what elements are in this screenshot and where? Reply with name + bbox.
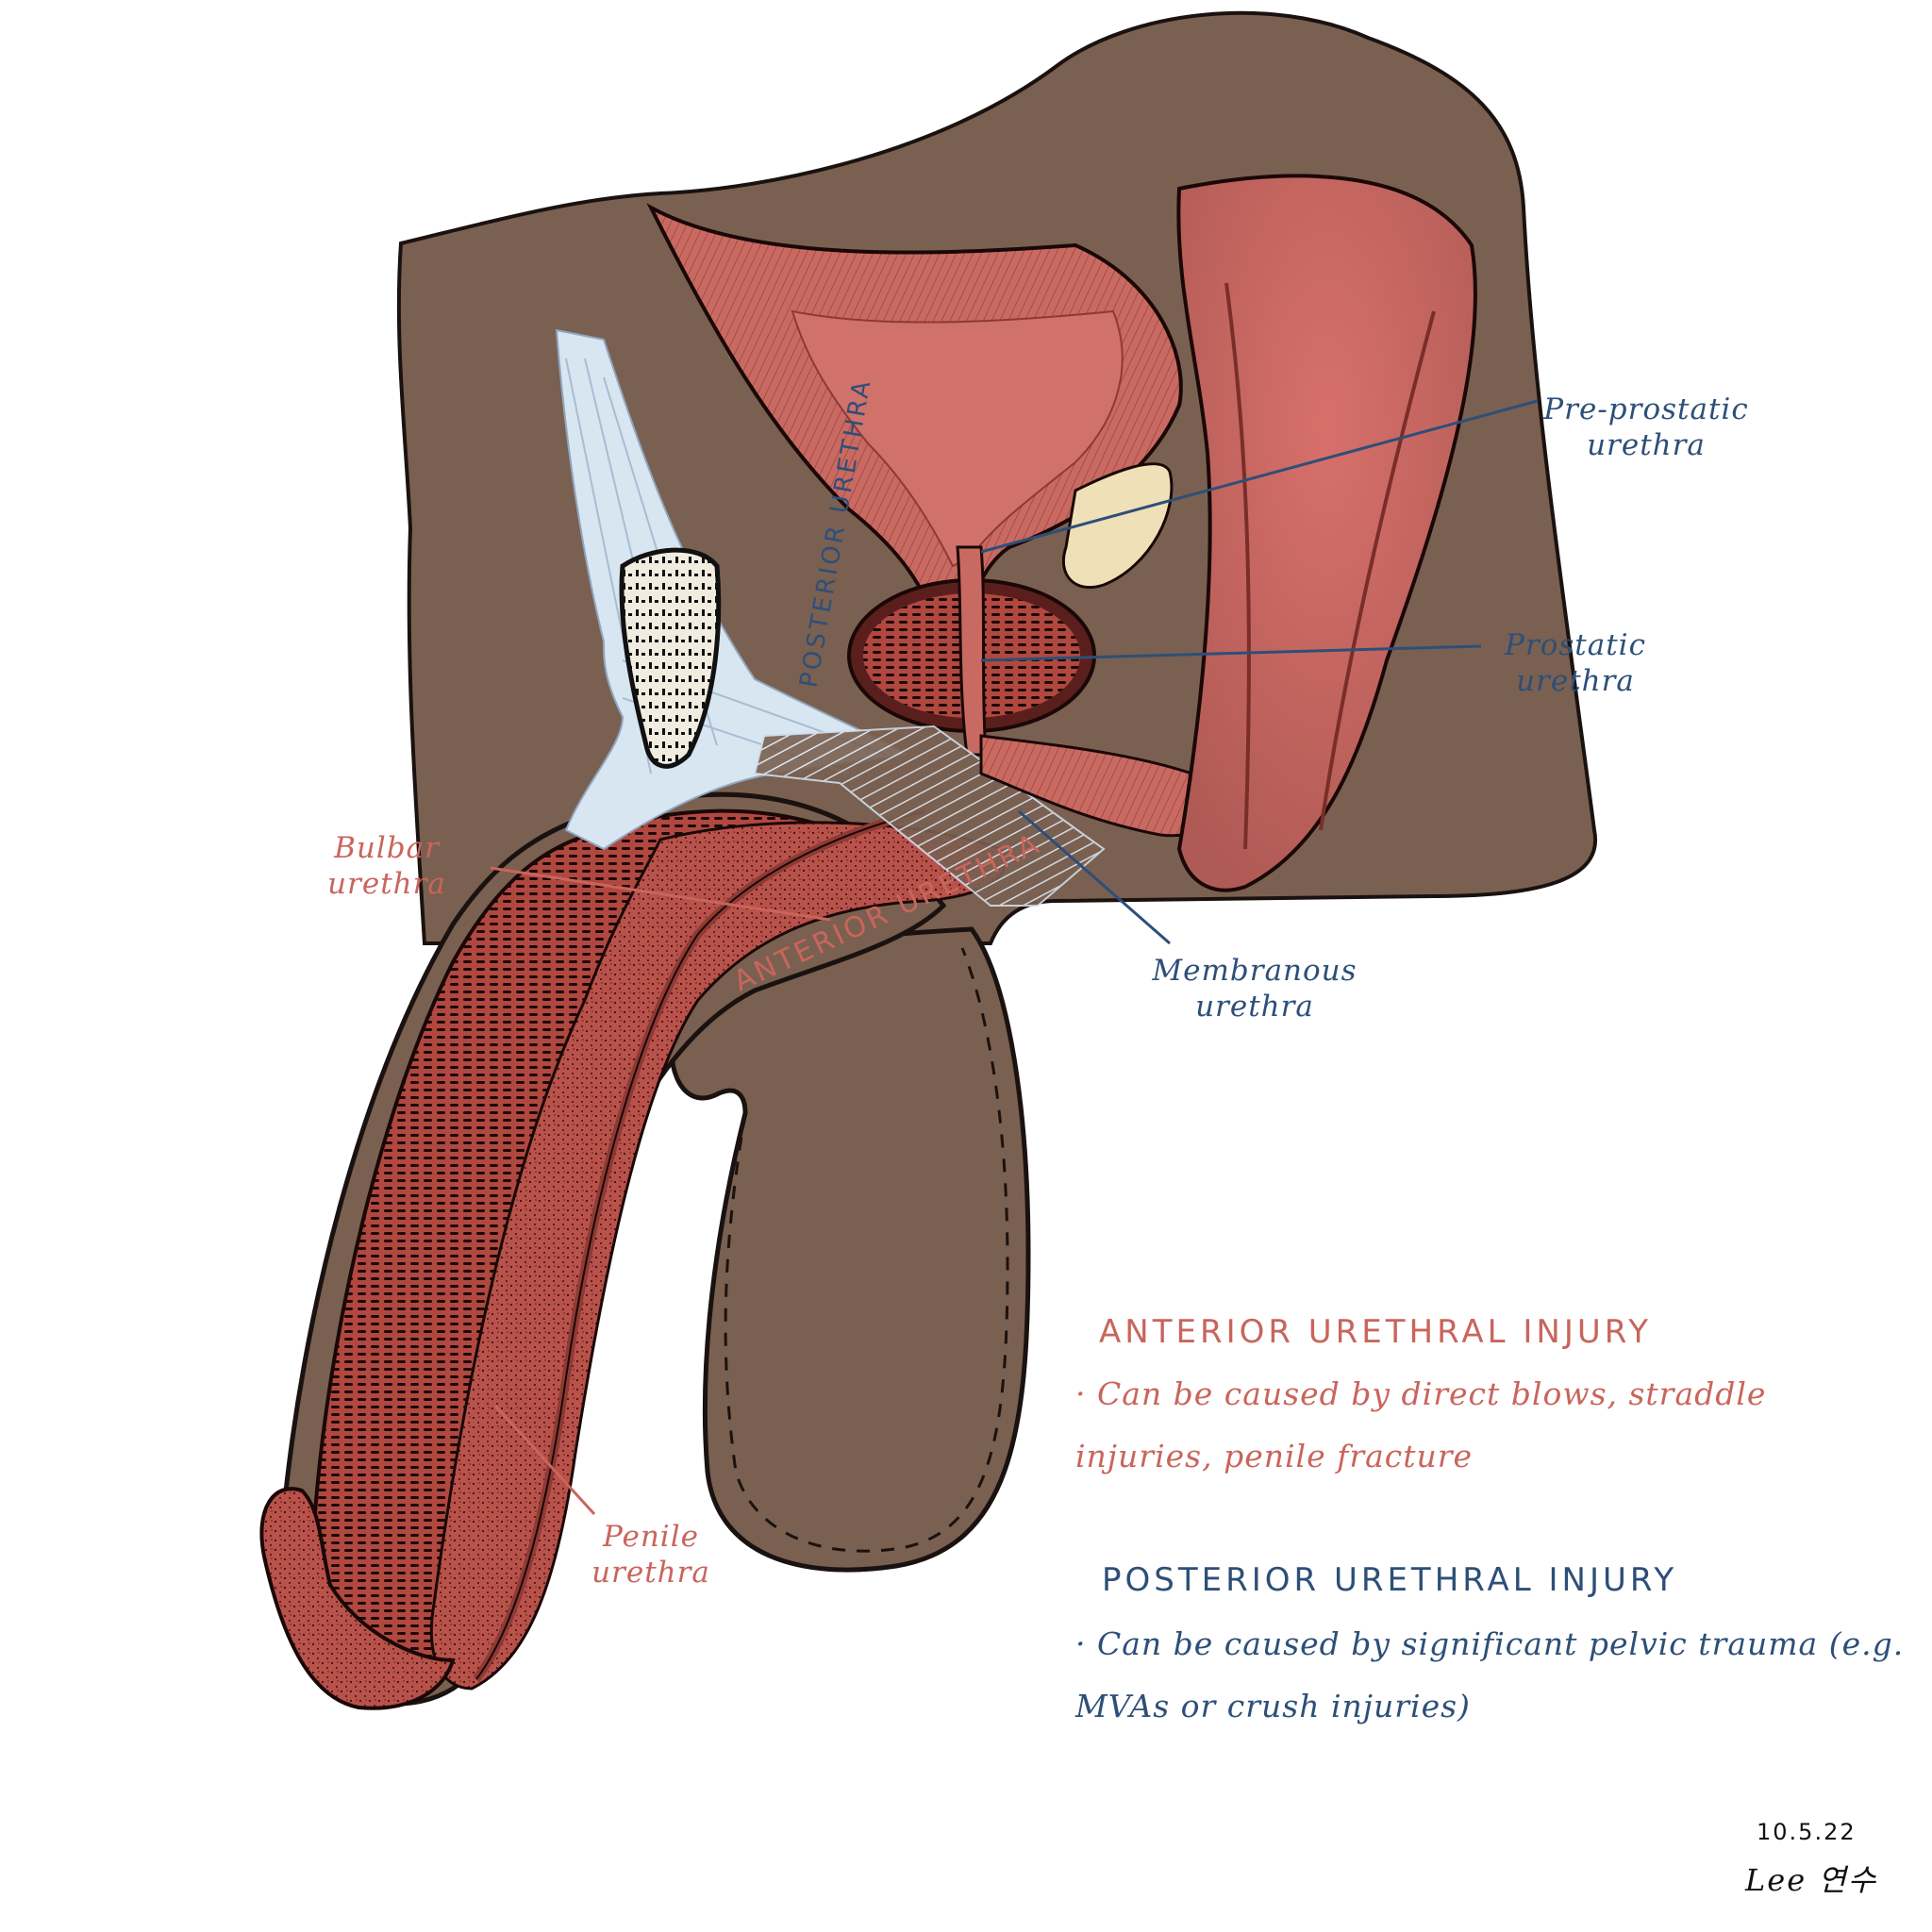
seminal-vesicle [1061,462,1174,590]
posterior-injury-heading: POSTERIOR URETHRAL INJURY [1102,1561,1678,1599]
scrotum [669,926,1031,1573]
artist-signature: Lee 연수 [1745,1862,1878,1898]
leader-bulbar [490,866,831,922]
leader-membranous [1018,809,1171,945]
date-stamp: 10.5.22 [1757,1819,1857,1845]
leader-prostatic [980,644,1482,662]
bullet-dot: · [1075,1375,1087,1412]
urogenital-diaphragm [753,724,1106,907]
scrotal-raphe [724,947,1009,1553]
anterior-injury-heading: ANTERIOR URETHRAL INJURY [1099,1313,1652,1351]
label-bulbar-urethra: Bulbar urethra [327,831,446,901]
label-pre-prostatic-urethra: Pre-prostatic urethra [1543,392,1749,462]
rectal-fold [1224,282,1436,850]
pubic-bone [619,547,722,769]
bladder-lumen [791,309,1124,568]
leader-penile [493,1404,596,1516]
rectum [1176,174,1477,892]
label-membranous-urethra: Membranous urethra [1152,954,1357,1024]
posterior-injury-bullet: · Can be caused by significant pelvic tr… [1075,1625,1905,1724]
bullet-dot: · [1075,1625,1087,1662]
glans [259,1487,456,1710]
anterior-injury-bullet: · Can be caused by direct blows, straddl… [1075,1375,1767,1474]
leader-pre-prostatic [980,399,1539,554]
label-penile-urethra: Penile urethra [591,1520,710,1590]
label-prostatic-urethra: Prostatic urethra [1505,628,1646,698]
